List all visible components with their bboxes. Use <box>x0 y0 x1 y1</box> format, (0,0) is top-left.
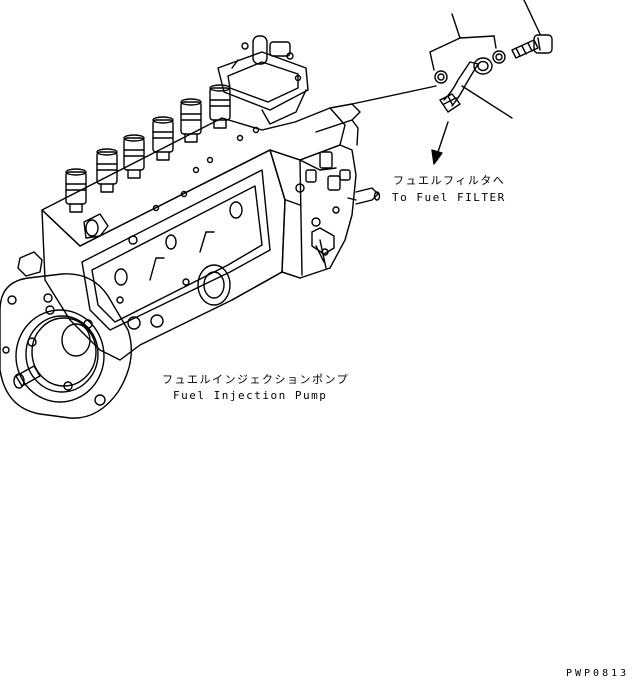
delivery-valve-3 <box>123 134 145 179</box>
delivery-valve-4 <box>152 116 174 161</box>
drive-flange <box>0 273 133 419</box>
delivery-valve-holders <box>65 84 231 213</box>
drawing-code: PWP0813 <box>566 668 630 679</box>
fuel-injection-pump-label-en: Fuel Injection Pump <box>173 389 328 402</box>
top-cover-assembly <box>217 35 309 125</box>
pump-fittings <box>17 126 260 330</box>
delivery-valve-6 <box>209 84 231 129</box>
delivery-valve-1 <box>65 168 87 213</box>
delivery-valve-5 <box>180 98 202 143</box>
to-fuel-filter-label-en: To Fuel FILTER <box>392 191 506 204</box>
fuel-injection-pump-label-jp: フュエルインジェクションポンプ <box>162 373 350 386</box>
fuel-outlet-pipe <box>351 0 553 119</box>
to-fuel-filter-label-jp: フュエルフィルタへ <box>393 174 506 187</box>
injection-pump-body <box>41 103 381 361</box>
to-fuel-filter-arrow <box>431 121 449 165</box>
delivery-valve-2 <box>96 148 118 193</box>
